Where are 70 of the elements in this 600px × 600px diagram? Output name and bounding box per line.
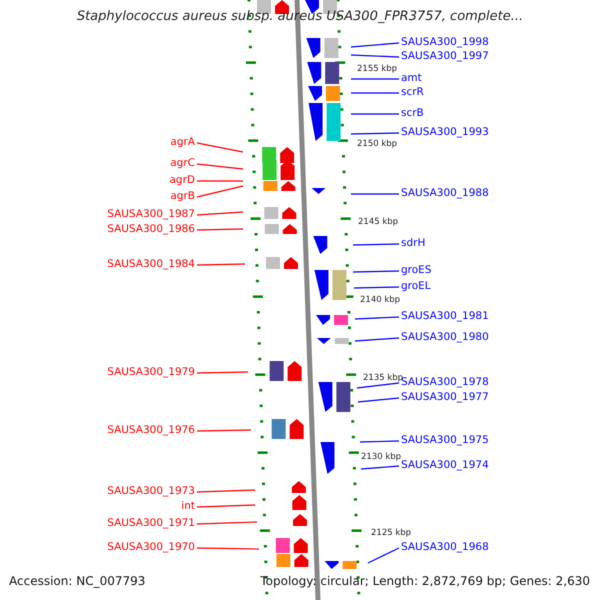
topology-note: Topology: circular; Length: 2,872,769 bp; Genes: 2,630 xyxy=(260,575,590,588)
gene-label: SAUSA300_1979 xyxy=(107,366,195,379)
scale-label: 2125 kbp xyxy=(371,528,412,538)
leader-line xyxy=(196,211,244,216)
scale-label: 2130 kbp xyxy=(361,452,402,462)
leader-line xyxy=(354,286,400,289)
leader-line xyxy=(351,113,399,115)
gene-label: SAUSA300_1977 xyxy=(401,391,489,404)
gene-label: groEL xyxy=(401,280,431,293)
gene-label: SAUSA300_1993 xyxy=(401,126,489,139)
gene-label: SAUSA300_1981 xyxy=(401,310,489,323)
gene-label: SAUSA300_1984 xyxy=(107,258,195,271)
gene-label: SAUSA300_1968 xyxy=(401,541,489,554)
scale-label: 2140 kbp xyxy=(360,295,400,305)
scale-label: 2145 kbp xyxy=(358,217,398,227)
leader-line xyxy=(196,547,260,550)
gene-label: SAUSA300_1986 xyxy=(107,223,195,236)
gene-label: SAUSA300_1970 xyxy=(107,541,195,554)
leader-line xyxy=(196,185,244,198)
leader-line xyxy=(352,243,400,246)
leader-line xyxy=(196,489,256,493)
leader-line xyxy=(351,78,399,80)
gene-label: agrD xyxy=(169,174,195,187)
gene-label: SAUSA300_1980 xyxy=(401,331,489,344)
leader-line xyxy=(196,371,248,374)
gene-label: scrR xyxy=(401,86,424,99)
gene-label: groES xyxy=(401,264,432,277)
accession-note: Accession: NC_007793 xyxy=(9,575,146,588)
scale-label: 2155 kbp xyxy=(357,64,398,74)
leader-line xyxy=(196,142,244,153)
leader-line xyxy=(354,316,400,320)
scale-label: 2135 kbp xyxy=(363,373,404,383)
gene-label: SAUSA300_1971 xyxy=(107,517,195,530)
leader-line xyxy=(196,504,256,508)
leader-line xyxy=(360,465,400,470)
gene-label: int xyxy=(181,500,195,513)
scale-label: 2150 kbp xyxy=(357,139,398,149)
map-title: Staphylococcus aureus subsp. aureus USA300_FPR3757, complete... xyxy=(76,10,524,23)
leader-line xyxy=(196,228,244,231)
gene-label: agrB xyxy=(170,190,195,203)
gene-label: SAUSA300_1973 xyxy=(107,485,195,498)
leader-line xyxy=(350,132,400,135)
gene-label: amt xyxy=(401,72,422,85)
leader-line xyxy=(196,521,258,525)
gene-label: agrA xyxy=(170,136,195,149)
gene-label: SAUSA300_1976 xyxy=(107,424,195,437)
leader-line xyxy=(196,263,246,266)
gene-label: agrC xyxy=(170,157,195,170)
leader-line xyxy=(351,92,399,94)
leader-line xyxy=(197,180,243,182)
gene-label: SAUSA300_1974 xyxy=(401,459,489,472)
gene-label: sdrH xyxy=(401,237,426,250)
leader-line xyxy=(350,54,400,58)
leader-line xyxy=(196,163,244,170)
leader-line xyxy=(196,429,252,432)
gene-label: SAUSA300_1998 xyxy=(401,36,489,49)
gene-label: SAUSA300_1988 xyxy=(401,187,489,200)
gene-label: SAUSA300_1987 xyxy=(107,208,195,221)
leader-line xyxy=(356,382,400,389)
leader-line xyxy=(351,193,399,195)
leader-line xyxy=(360,440,400,443)
leader-line xyxy=(350,42,400,48)
gene-label: SAUSA300_1997 xyxy=(401,50,489,63)
leader-line xyxy=(354,337,400,342)
leader-line xyxy=(352,270,400,273)
leader-line xyxy=(358,397,400,403)
gene-label: SAUSA300_1978 xyxy=(401,376,489,389)
gene-label: scrB xyxy=(401,107,424,120)
leader-line xyxy=(368,547,400,564)
gene-label: SAUSA300_1975 xyxy=(401,434,489,447)
